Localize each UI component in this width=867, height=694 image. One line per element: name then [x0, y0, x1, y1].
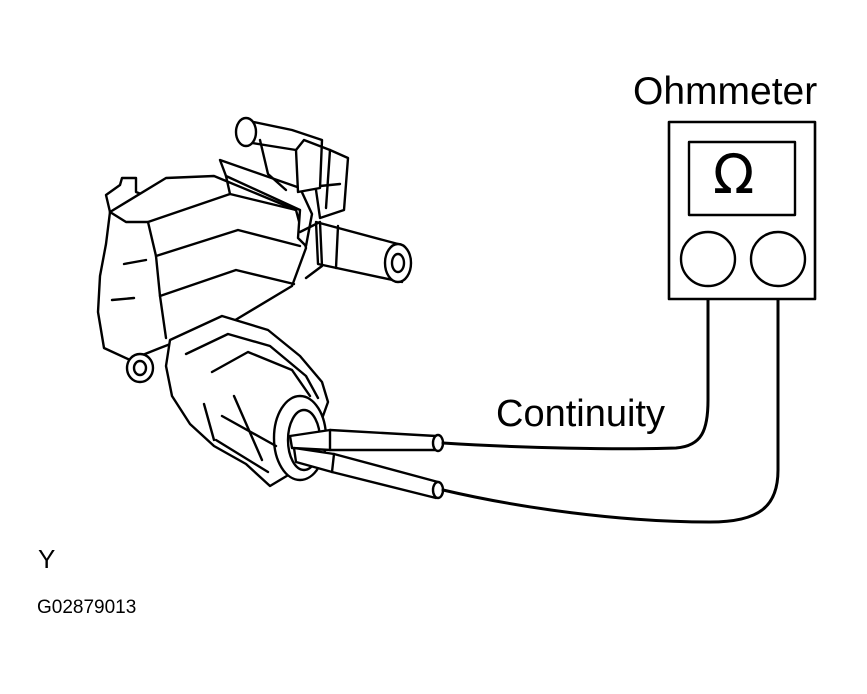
- right-nozzle: [298, 220, 413, 284]
- lead-wire-left: [441, 284, 710, 451]
- lead-wire-right: [441, 284, 780, 524]
- upper-nozzle: [234, 116, 350, 220]
- ohm-symbol: Ω: [713, 143, 755, 206]
- ohmmeter-label: Ohmmeter: [633, 70, 818, 113]
- vsv-valve-body: [96, 158, 342, 384]
- probe-lower: [292, 446, 445, 500]
- ohmmeter-display: [687, 140, 797, 217]
- ohmmeter: [667, 120, 817, 301]
- probe-upper: [288, 428, 445, 453]
- view-letter: Y: [38, 544, 56, 574]
- ohmmeter-terminal-left: [679, 230, 737, 288]
- continuity-label: Continuity: [496, 393, 665, 435]
- figure-code: G02879013: [37, 597, 137, 618]
- ohmmeter-terminal-right: [749, 230, 807, 288]
